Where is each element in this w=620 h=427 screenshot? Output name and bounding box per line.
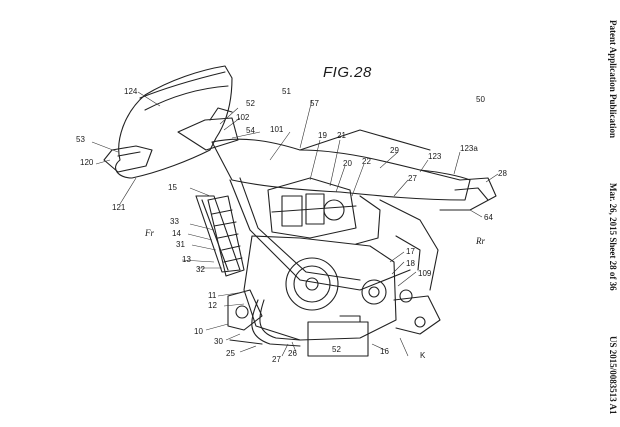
ref-label: 101: [270, 125, 284, 134]
ref-label: 50: [476, 95, 485, 104]
ref-label: 121: [112, 203, 126, 212]
front-cowl: [115, 65, 233, 179]
ref-label: 27: [408, 174, 417, 183]
windscreen: [177, 117, 239, 151]
ref-label: 26: [288, 349, 297, 358]
radiator: [207, 195, 245, 277]
ref-label: 27: [272, 355, 281, 364]
swingarm: [393, 295, 441, 335]
ref-label: 54: [246, 126, 255, 135]
ref-label: 19: [318, 131, 327, 140]
publication-label: Patent Application Publication: [608, 20, 618, 139]
publication-number: US 2015/0083513 A1: [608, 336, 618, 415]
ref-label: 13: [182, 255, 191, 264]
headlight: [103, 145, 153, 173]
ref-label: 15: [168, 183, 177, 192]
ref-label: 52: [246, 99, 255, 108]
ref-label: 10: [194, 327, 203, 336]
crankcase: [243, 235, 397, 341]
ref-label: 16: [380, 347, 389, 356]
ref-label: 124: [124, 87, 138, 96]
direction-front: Fr: [145, 228, 154, 238]
cylinder-head: [267, 177, 357, 239]
ref-label: 11: [208, 291, 217, 300]
ref-label: 25: [226, 349, 235, 358]
main-frame: [229, 179, 411, 291]
ref-label: 32: [196, 265, 205, 274]
ref-label: 14: [172, 229, 181, 238]
ref-label: 123a: [460, 144, 478, 153]
ref-label: 102: [236, 113, 250, 122]
ref-label: 123: [428, 152, 442, 161]
battery-box: [307, 321, 369, 357]
ref-label: 52: [332, 345, 341, 354]
ref-label: 12: [208, 301, 217, 310]
ref-label: 21: [337, 131, 346, 140]
patent-header: Patent Application Publication Mar. 26, …: [598, 20, 618, 415]
figure-title: FIG.28: [323, 64, 372, 81]
ref-label: K: [420, 351, 426, 360]
ref-label: 109: [418, 269, 432, 278]
ref-label: 64: [484, 213, 493, 222]
ref-label: 20: [343, 159, 352, 168]
ref-label: 51: [282, 87, 291, 96]
ref-label: 29: [390, 146, 399, 155]
ref-label: 30: [214, 337, 223, 346]
ref-label: 17: [406, 247, 415, 256]
ref-label: 28: [498, 169, 507, 178]
fuel-tank: [211, 138, 471, 201]
ref-label: 33: [170, 217, 179, 226]
rear-frame: [419, 169, 497, 211]
clutch-cover: [285, 257, 339, 311]
date-sheet-label: Mar. 26, 2015 Sheet 28 of 36: [608, 183, 618, 292]
ref-label: 31: [176, 240, 185, 249]
exhaust: [251, 299, 301, 347]
ref-label: 53: [76, 135, 85, 144]
ref-label: 18: [406, 259, 415, 268]
front-fork: [195, 195, 241, 273]
direction-rear: Rr: [476, 236, 485, 246]
ref-label: 120: [80, 158, 94, 167]
ref-label: 57: [310, 99, 319, 108]
ref-label: 22: [362, 157, 371, 166]
